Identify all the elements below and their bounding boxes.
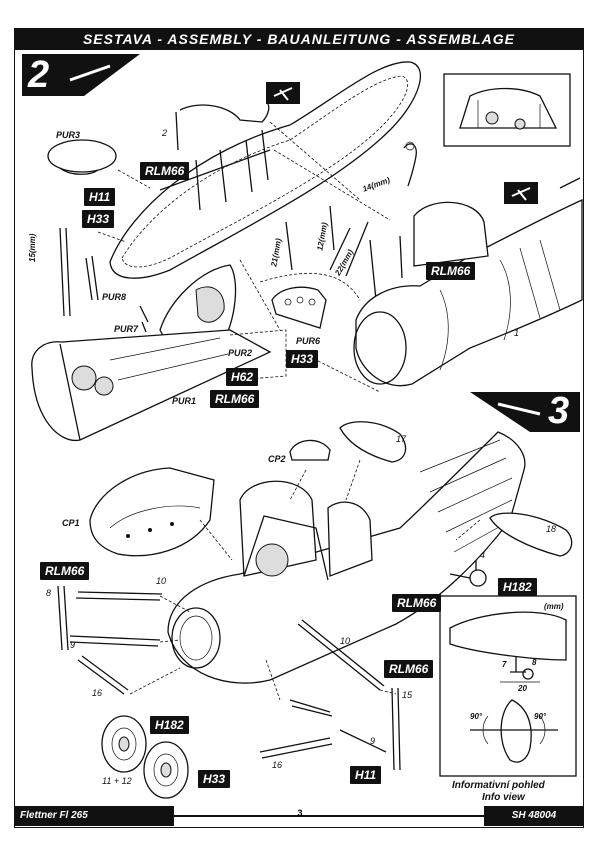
struts-left [59,227,149,333]
part-label-pur3: PUR3 [56,130,81,140]
pur6-panel-part [271,286,327,329]
title-bar: SESTAVA - ASSEMBLY - BAUANLEITUNG - ASSE… [14,28,584,50]
step-3-badge [470,392,580,432]
main-wheels [101,715,189,799]
stick-detail [403,141,417,187]
landing-gear-struts [57,585,401,771]
part-number-16: 16 [272,760,283,770]
part-17-panel [339,421,407,463]
footer-page-number: 3 [297,808,303,818]
seat-part [159,264,237,352]
part-label-pur2: PUR2 [228,348,253,358]
pur3-disc-part [47,139,117,175]
part-number-17: 17 [396,434,407,444]
part-label-cp2: CP2 [268,454,286,464]
angle-90-left: 90° [470,712,483,721]
color-tag-h33: H33 [82,210,115,228]
dimension-20: 20 [518,684,527,693]
footer-kit-code: SH 48004 [484,806,584,826]
rods-middle [285,205,403,301]
part-18-stabilizer [489,512,573,557]
cp1-part [89,467,215,557]
part-label-pur7: PUR7 [114,324,139,334]
part-number-2: 2 [162,128,168,138]
part-number-8: 8 [46,588,52,598]
assembly-guide-lines-step2 [97,121,391,393]
color-tag-h33: H33 [286,350,319,368]
step-3-number: 3 [548,390,570,432]
fuselage-front-part [353,177,583,387]
color-tag-rlm66: RLM66 [384,660,434,678]
color-tag-rlm66: RLM66 [40,562,90,580]
part-number-11-12: 11 + 12 [102,776,132,786]
scissors-icon-1 [266,82,300,104]
dimension-7: 7 [502,660,507,669]
footer-model-name: Flettner Fl 265 [14,806,174,826]
info-view-caption-en: Info view [482,792,525,803]
part-number-9: 9 [370,736,376,746]
part-number-4: 4 [480,550,486,560]
fuselage-assembled [167,431,526,684]
color-tag-h11: H11 [350,766,382,784]
assembly-guide-lines-step3 [129,459,481,701]
part-number-1: 1 [514,328,520,338]
color-tag-rlm66: RLM66 [392,594,442,612]
part-label-pur8: PUR8 [102,292,127,302]
color-tag-rlm66: RLM66 [426,262,476,280]
canopy-frame-part [109,61,421,279]
tail-wheel-part [449,560,487,587]
color-tag-h182: H182 [498,578,537,596]
part-label-cp1: CP1 [62,518,80,528]
info-view-box [439,595,577,777]
cp2-part [289,439,331,461]
part-number-15: 15 [402,690,413,700]
color-tag-h62: H62 [226,368,259,386]
part-number-10: 10 [156,576,167,586]
part-label-pur1: PUR1 [172,396,197,406]
info-view-caption-cz: Informativní pohled [452,780,545,791]
color-tag-rlm66: RLM66 [210,390,260,408]
color-tag-rlm66: RLM66 [140,162,190,180]
dimension-8: 8 [532,658,537,667]
color-tag-h11: H11 [84,188,116,206]
part-label-pur6: PUR6 [296,336,321,346]
color-tag-h182: H182 [150,716,189,734]
cockpit-floor-part [31,329,287,442]
part-number-10: 10 [340,636,351,646]
step-2-badge [22,54,140,96]
part-number-18: 18 [546,524,557,534]
part-number-9: 9 [70,640,76,650]
footer-rule [174,815,484,817]
dimension-mm: (mm) [544,602,564,611]
dimension-15mm: 15(mm) [28,233,37,262]
scissors-icon-2 [504,182,538,204]
cockpit-inset-view [443,73,571,147]
angle-90-right: 90° [534,712,547,721]
color-tag-h33: H33 [198,770,231,788]
step-2-number: 2 [28,54,50,96]
part-number-16: 16 [92,688,103,698]
